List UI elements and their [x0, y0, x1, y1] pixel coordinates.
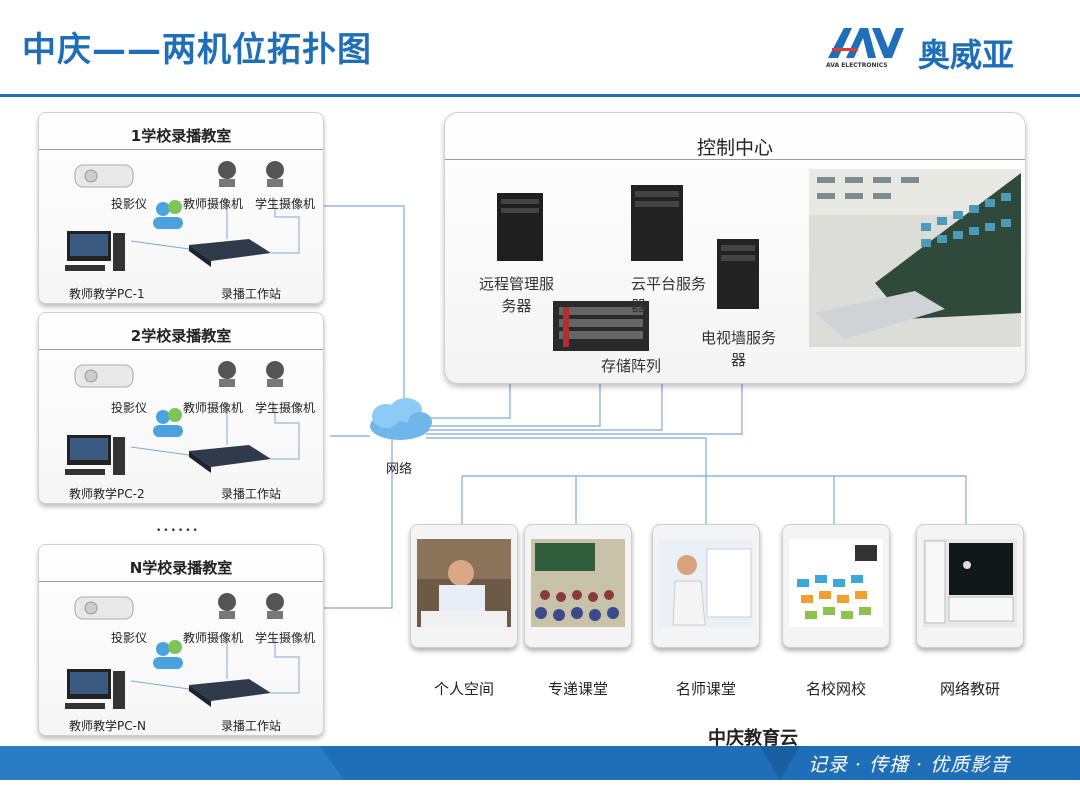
cloud-item-online-research: [916, 524, 1024, 648]
teacher-camera-icon: [218, 361, 236, 387]
workstation-label: 录播工作站: [221, 719, 282, 733]
workstation-icon: [189, 679, 271, 707]
users-icon: [153, 408, 183, 437]
student-camera-label: 学生摄像机: [255, 401, 316, 415]
student-camera-label: 学生摄像机: [255, 197, 316, 211]
personal-space-image: [417, 539, 511, 627]
brand-logo: 奥威亚 AVA ELECTRONICS: [826, 26, 1036, 74]
storage-array-label: 存储阵列: [601, 357, 662, 375]
cloud-server-label: 云平台服务 器: [631, 275, 707, 315]
footer-bar: [0, 746, 1080, 780]
pc-label: 教师教学PC-1: [69, 287, 145, 301]
storage-array-icon: [553, 301, 649, 351]
famous-school-image: [789, 539, 883, 627]
student-camera-icon: [266, 593, 284, 619]
famous-teacher-image: [659, 539, 753, 627]
education-cloud-title: 中庆教育云: [708, 728, 798, 749]
users-icon: [153, 200, 183, 229]
network-cloud-icon: [370, 398, 432, 440]
teacher-camera-label: 教师摄像机: [183, 197, 244, 211]
projector-icon: [74, 164, 134, 188]
monitoring-room-photo: [809, 169, 1021, 347]
workstation-icon: [189, 445, 271, 473]
network-label: 网络: [386, 462, 413, 477]
teacher-camera-icon: [218, 161, 236, 187]
projector-label: 投影仪: [111, 197, 148, 211]
pc-icon: [65, 231, 125, 271]
remote-server-icon: [497, 193, 543, 261]
brand-subtitle: AVA ELECTRONICS: [826, 62, 888, 69]
classroom-panel-1: 1学校录播教室 投影仪 教师摄像机 学生摄像机 教师教学PC-1 录播工作站: [38, 112, 324, 304]
cloud-item-personal-space: [410, 524, 518, 648]
online-research-image: [923, 539, 1017, 627]
cloud-item-label: 名师课堂: [675, 680, 736, 698]
student-camera-label: 学生摄像机: [255, 631, 316, 645]
projector-label: 投影仪: [111, 401, 148, 415]
control-center-panel: 控制中心 远程管理服 务器 云平台服务 器 电视墙服务 器 存储阵列: [444, 112, 1026, 384]
cloud-item-famous-teacher: [652, 524, 760, 648]
cloud-item-label: 名校网校: [805, 680, 866, 698]
workstation-label: 录播工作站: [221, 487, 282, 501]
projector-label: 投影仪: [111, 631, 148, 645]
cloud-item-delivery-class: [524, 524, 632, 648]
workstation-icon: [189, 239, 271, 267]
classroom-title: 1学校录播教室: [130, 127, 232, 145]
footer-slogan: 记录 · 传播 · 优质影音: [808, 754, 1011, 776]
cloud-item-label: 网络教研: [939, 680, 1000, 698]
teacher-camera-label: 教师摄像机: [183, 401, 244, 415]
header-divider: [0, 94, 1080, 97]
ava-logo-icon: [828, 28, 904, 58]
classroom-title: 2学校录播教室: [130, 327, 232, 345]
cloud-item-label: 个人空间: [433, 680, 494, 698]
cloud-item-label: 专递课堂: [547, 680, 608, 698]
tvwall-server-label: 电视墙服务 器: [701, 329, 777, 369]
ellipsis: ••••••: [156, 526, 200, 536]
users-icon: [153, 640, 183, 669]
projector-icon: [74, 596, 134, 620]
pc-label: 教师教学PC-2: [69, 487, 145, 501]
classroom-panel-2: 2学校录播教室 投影仪 教师摄像机 学生摄像机 教师教学PC-2 录播工作站: [38, 312, 324, 504]
tvwall-server-icon: [717, 239, 759, 309]
delivery-class-image: [531, 539, 625, 627]
pc-icon: [65, 435, 125, 475]
teacher-camera-label: 教师摄像机: [183, 631, 244, 645]
classroom-title: N学校录播教室: [129, 559, 233, 577]
teacher-camera-icon: [218, 593, 236, 619]
cloud-server-icon: [631, 185, 683, 261]
remote-server-label: 远程管理服 务器: [479, 275, 555, 315]
pc-icon: [65, 669, 125, 709]
page-title: 中庆——两机位拓扑图: [22, 30, 372, 70]
projector-icon: [74, 364, 134, 388]
control-center-title: 控制中心: [696, 137, 773, 159]
workstation-label: 录播工作站: [221, 287, 282, 301]
pc-label: 教师教学PC-N: [69, 719, 146, 733]
classroom-panel-n: N学校录播教室 投影仪 教师摄像机 学生摄像机 教师教学PC-N 录播工作站: [38, 544, 324, 736]
brand-name: 奥威亚: [918, 36, 1015, 74]
student-camera-icon: [266, 161, 284, 187]
student-camera-icon: [266, 361, 284, 387]
cloud-item-famous-school: [782, 524, 890, 648]
